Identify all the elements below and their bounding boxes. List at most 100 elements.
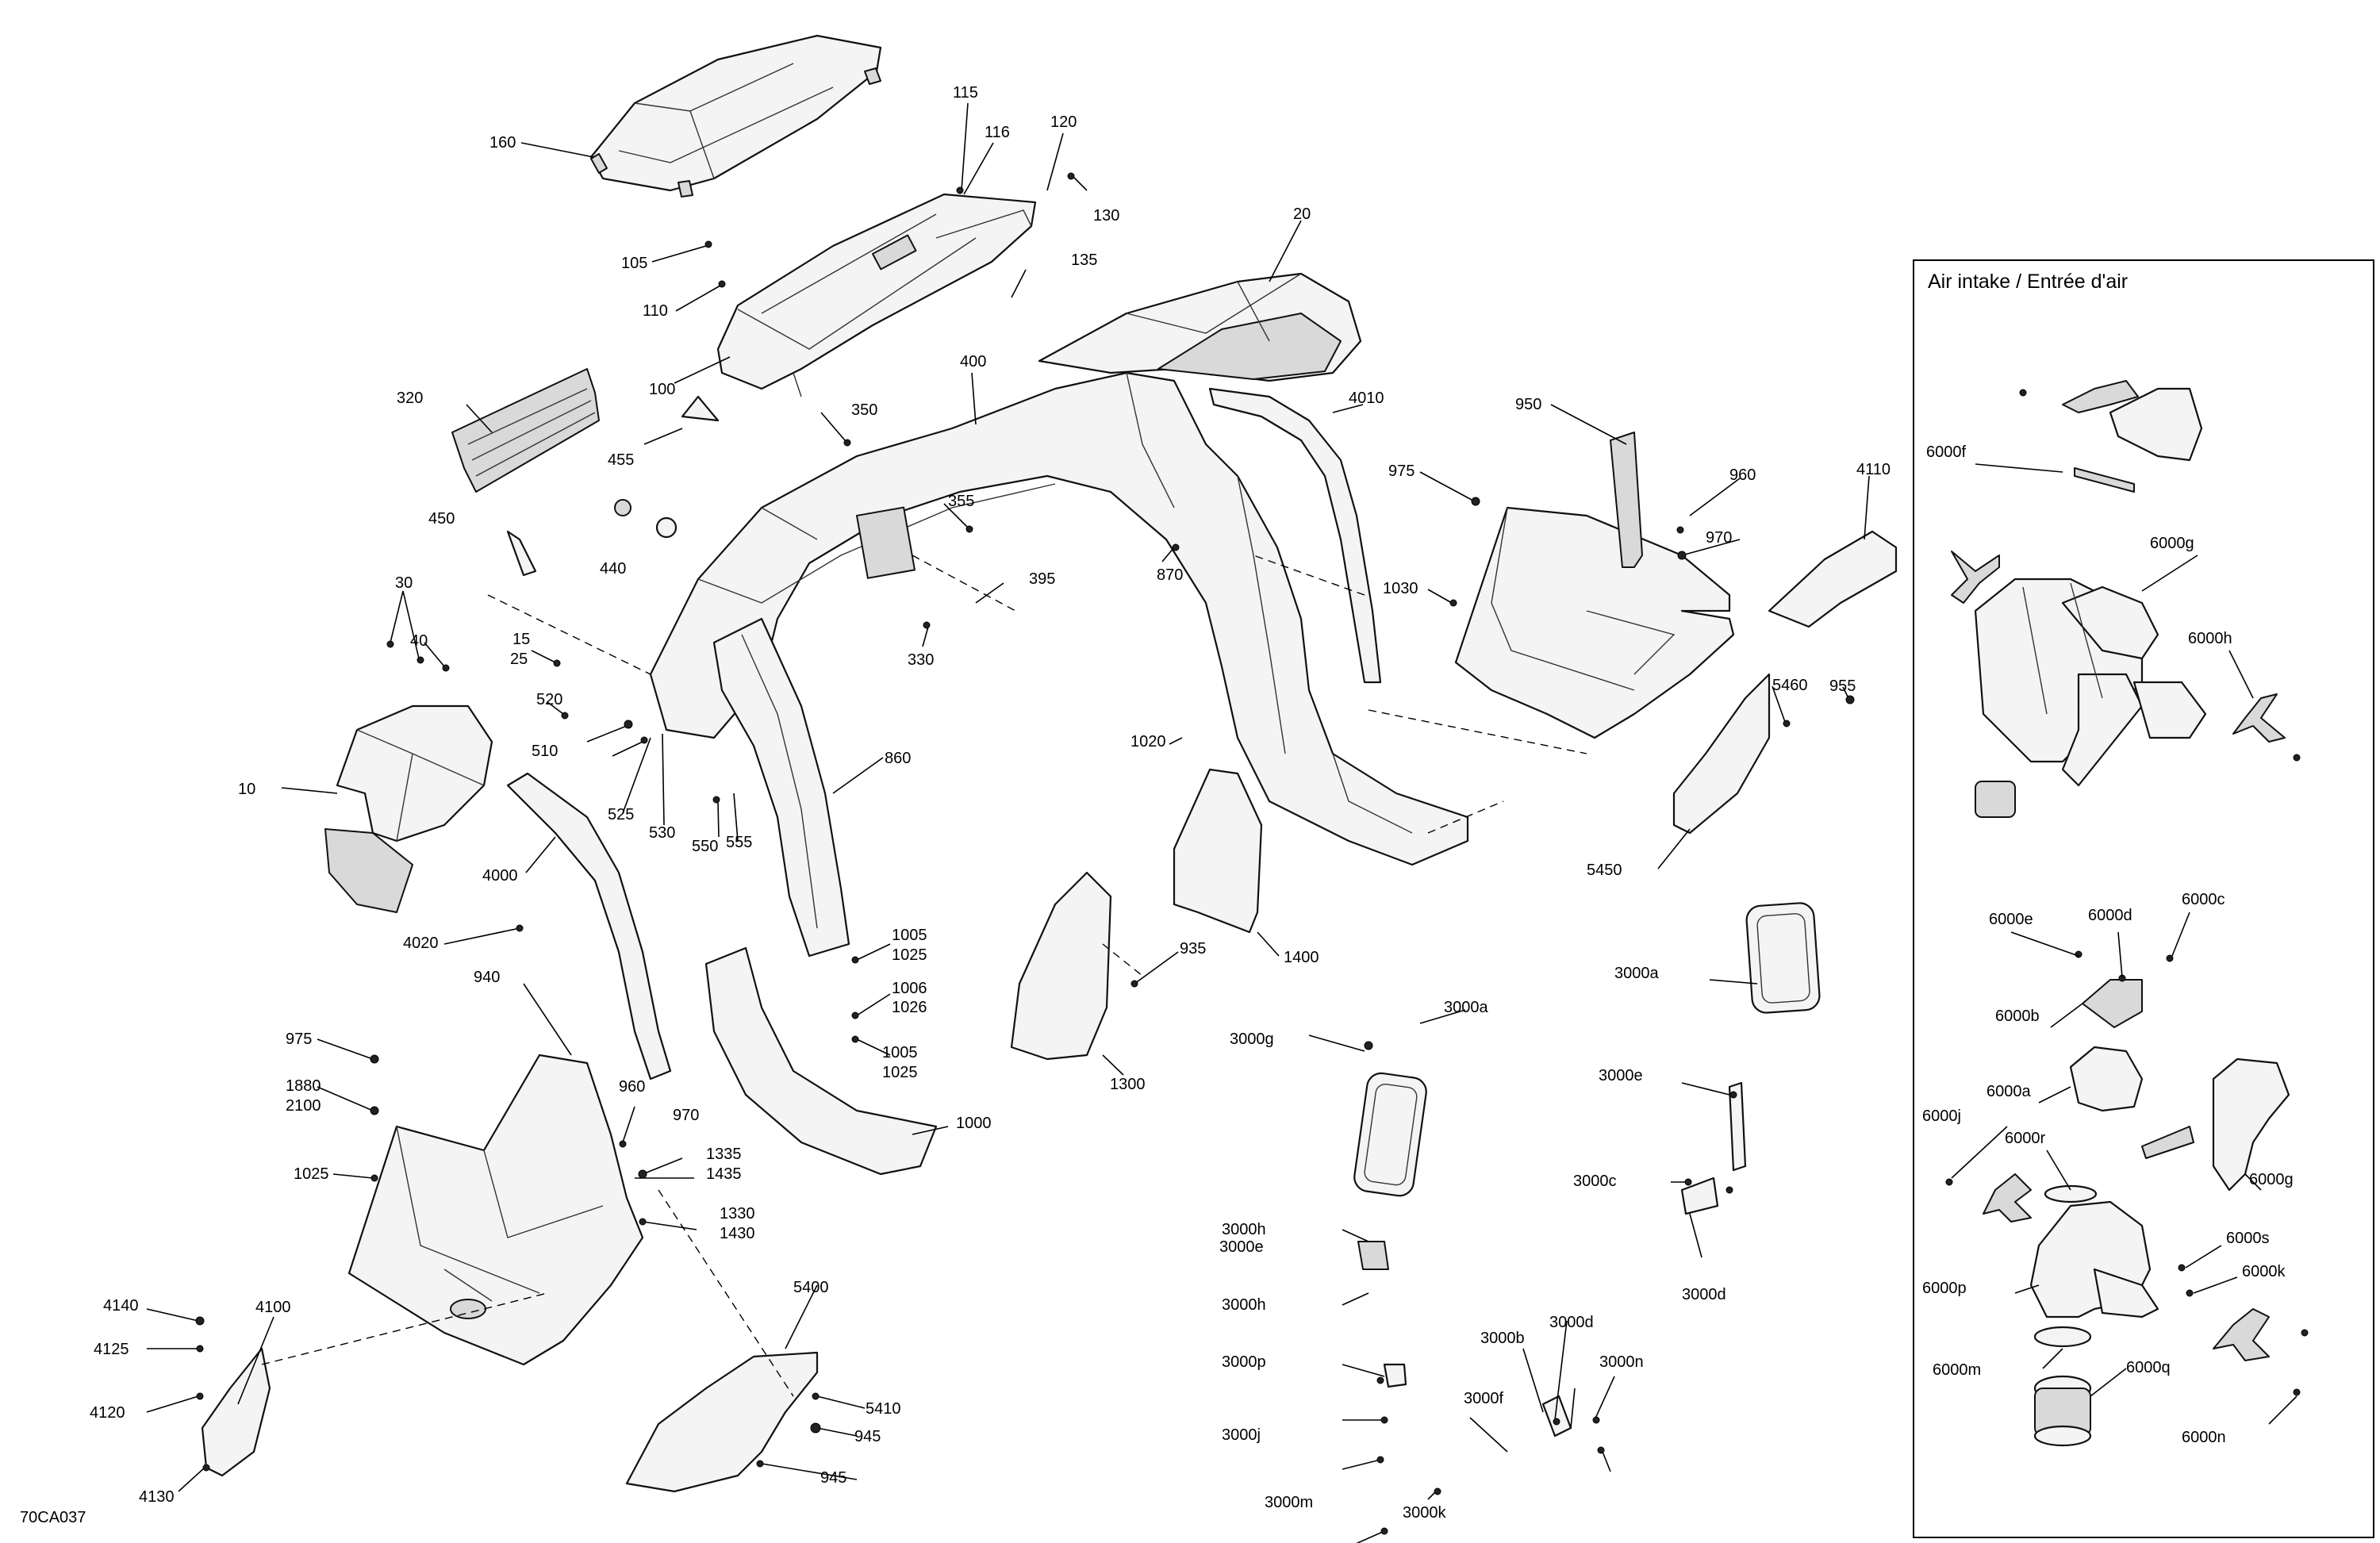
part-1300-cover — [1010, 871, 1112, 1061]
part-950-storage-tray — [1368, 432, 1735, 754]
callout-1435: 1435 — [706, 1165, 742, 1183]
callout-20: 20 — [1293, 205, 1311, 223]
part-10-fender — [324, 704, 493, 913]
callout-30: 30 — [395, 574, 413, 592]
callout-6000m: 6000m — [1933, 1361, 1981, 1379]
callout-950: 950 — [1515, 396, 1541, 413]
callout-3000n: 3000n — [1599, 1353, 1644, 1371]
callout-3000j: 3000j — [1222, 1426, 1261, 1444]
callout-355: 355 — [948, 493, 974, 510]
callout-105: 105 — [621, 255, 647, 272]
callout-945-lower: 945 — [820, 1469, 846, 1487]
callout-1005-lower: 1005 — [882, 1044, 918, 1061]
callout-135: 135 — [1071, 251, 1097, 269]
part-320-grille — [451, 368, 600, 493]
callout-labels: 160 115 116 120 130 135 105 110 100 20 4… — [90, 84, 2294, 1522]
callout-1300: 1300 — [1110, 1076, 1146, 1093]
callout-15: 15 — [512, 631, 530, 648]
callout-6000s: 6000s — [2226, 1230, 2270, 1247]
callout-3000e-left: 3000e — [1219, 1238, 1264, 1256]
part-940-lower-storage — [347, 1054, 644, 1366]
callout-5450: 5450 — [1587, 862, 1622, 879]
part-4010-trim — [1208, 387, 1382, 684]
callout-115: 115 — [953, 84, 978, 102]
callout-5460: 5460 — [1772, 677, 1808, 694]
callout-455: 455 — [608, 451, 634, 469]
callout-3000h-upper: 3000h — [1222, 1221, 1266, 1238]
callout-4010: 4010 — [1349, 390, 1384, 407]
callout-6000c: 6000c — [2182, 891, 2225, 908]
callout-3000h-lower: 3000h — [1222, 1296, 1266, 1314]
callout-116: 116 — [985, 124, 1010, 141]
callout-1025-upper: 1025 — [892, 946, 927, 964]
callout-1025-side: 1025 — [294, 1165, 329, 1183]
callout-1026: 1026 — [892, 999, 927, 1016]
part-440-grommet — [614, 499, 631, 516]
callout-4100: 4100 — [255, 1299, 291, 1316]
callout-400: 400 — [960, 353, 986, 370]
callout-1430: 1430 — [720, 1225, 755, 1242]
callout-870: 870 — [1157, 566, 1183, 584]
callout-6000g-upper: 6000g — [2150, 535, 2194, 552]
callout-970-lower: 970 — [673, 1107, 699, 1124]
callout-450: 450 — [428, 510, 455, 528]
part-1000-lower-rail — [704, 946, 938, 1176]
callout-6000h: 6000h — [2188, 630, 2232, 647]
callout-6000g-lower: 6000g — [2249, 1171, 2294, 1188]
callout-5400: 5400 — [793, 1279, 829, 1296]
callout-520: 520 — [536, 691, 562, 708]
callout-6000b: 6000b — [1995, 1008, 2040, 1025]
callout-3000f: 3000f — [1464, 1390, 1503, 1407]
leader-lines — [146, 102, 1870, 1543]
callout-6000r: 6000r — [2005, 1130, 2045, 1147]
callout-100: 100 — [649, 381, 675, 398]
callout-320: 320 — [397, 390, 423, 407]
callout-945-upper: 945 — [854, 1428, 881, 1445]
callout-1330: 1330 — [720, 1205, 755, 1223]
callout-4120: 4120 — [90, 1404, 125, 1422]
part-160-roof-cap — [589, 34, 882, 198]
part-3000a-mirror-right — [1541, 902, 1821, 1437]
callout-6000n: 6000n — [2182, 1429, 2226, 1446]
part-5400-plate — [625, 1351, 819, 1493]
diagram-reference-code: 70CA037 — [20, 1509, 86, 1526]
callout-1880: 1880 — [286, 1077, 321, 1095]
callout-160: 160 — [489, 134, 516, 152]
callout-3000c: 3000c — [1573, 1173, 1617, 1190]
callout-330: 330 — [908, 651, 934, 669]
callout-6000d: 6000d — [2088, 907, 2132, 924]
callout-1030: 1030 — [1383, 580, 1418, 597]
callout-120: 120 — [1050, 113, 1077, 131]
callout-960-lower: 960 — [619, 1078, 645, 1096]
callout-2100: 2100 — [286, 1097, 321, 1115]
callout-4125: 4125 — [94, 1341, 129, 1358]
callout-4110: 4110 — [1856, 461, 1891, 478]
callout-860: 860 — [885, 750, 911, 767]
callout-3000d-lower: 3000d — [1549, 1314, 1594, 1331]
part-100-handle-bar — [716, 193, 1037, 397]
part-450-trim — [506, 530, 537, 577]
callout-975-upper: 975 — [1388, 463, 1415, 480]
callout-1000: 1000 — [956, 1115, 992, 1132]
callout-3000p: 3000p — [1222, 1353, 1266, 1371]
part-3000a-mirror-left — [1353, 1072, 1427, 1388]
callout-3000a-left: 3000a — [1444, 999, 1488, 1016]
callout-555: 555 — [726, 834, 752, 851]
callout-6000k: 6000k — [2242, 1263, 2286, 1280]
callout-1400: 1400 — [1284, 949, 1319, 966]
callout-3000e-right: 3000e — [1599, 1067, 1643, 1084]
callout-4020: 4020 — [403, 935, 439, 952]
callout-6000a: 6000a — [1987, 1083, 2031, 1100]
part-4100-bracket — [201, 1347, 271, 1477]
callout-25: 25 — [510, 651, 528, 668]
callout-960-upper: 960 — [1729, 466, 1756, 484]
callout-3000a-right: 3000a — [1614, 965, 1659, 982]
callout-935: 935 — [1180, 940, 1206, 958]
inset-upper-intake — [1951, 380, 2286, 818]
callout-550: 550 — [692, 838, 718, 855]
part-5450-side-panel — [1672, 673, 1771, 835]
callout-3000m: 3000m — [1265, 1494, 1313, 1511]
callout-350: 350 — [851, 401, 877, 419]
callout-1005-upper: 1005 — [892, 927, 927, 944]
